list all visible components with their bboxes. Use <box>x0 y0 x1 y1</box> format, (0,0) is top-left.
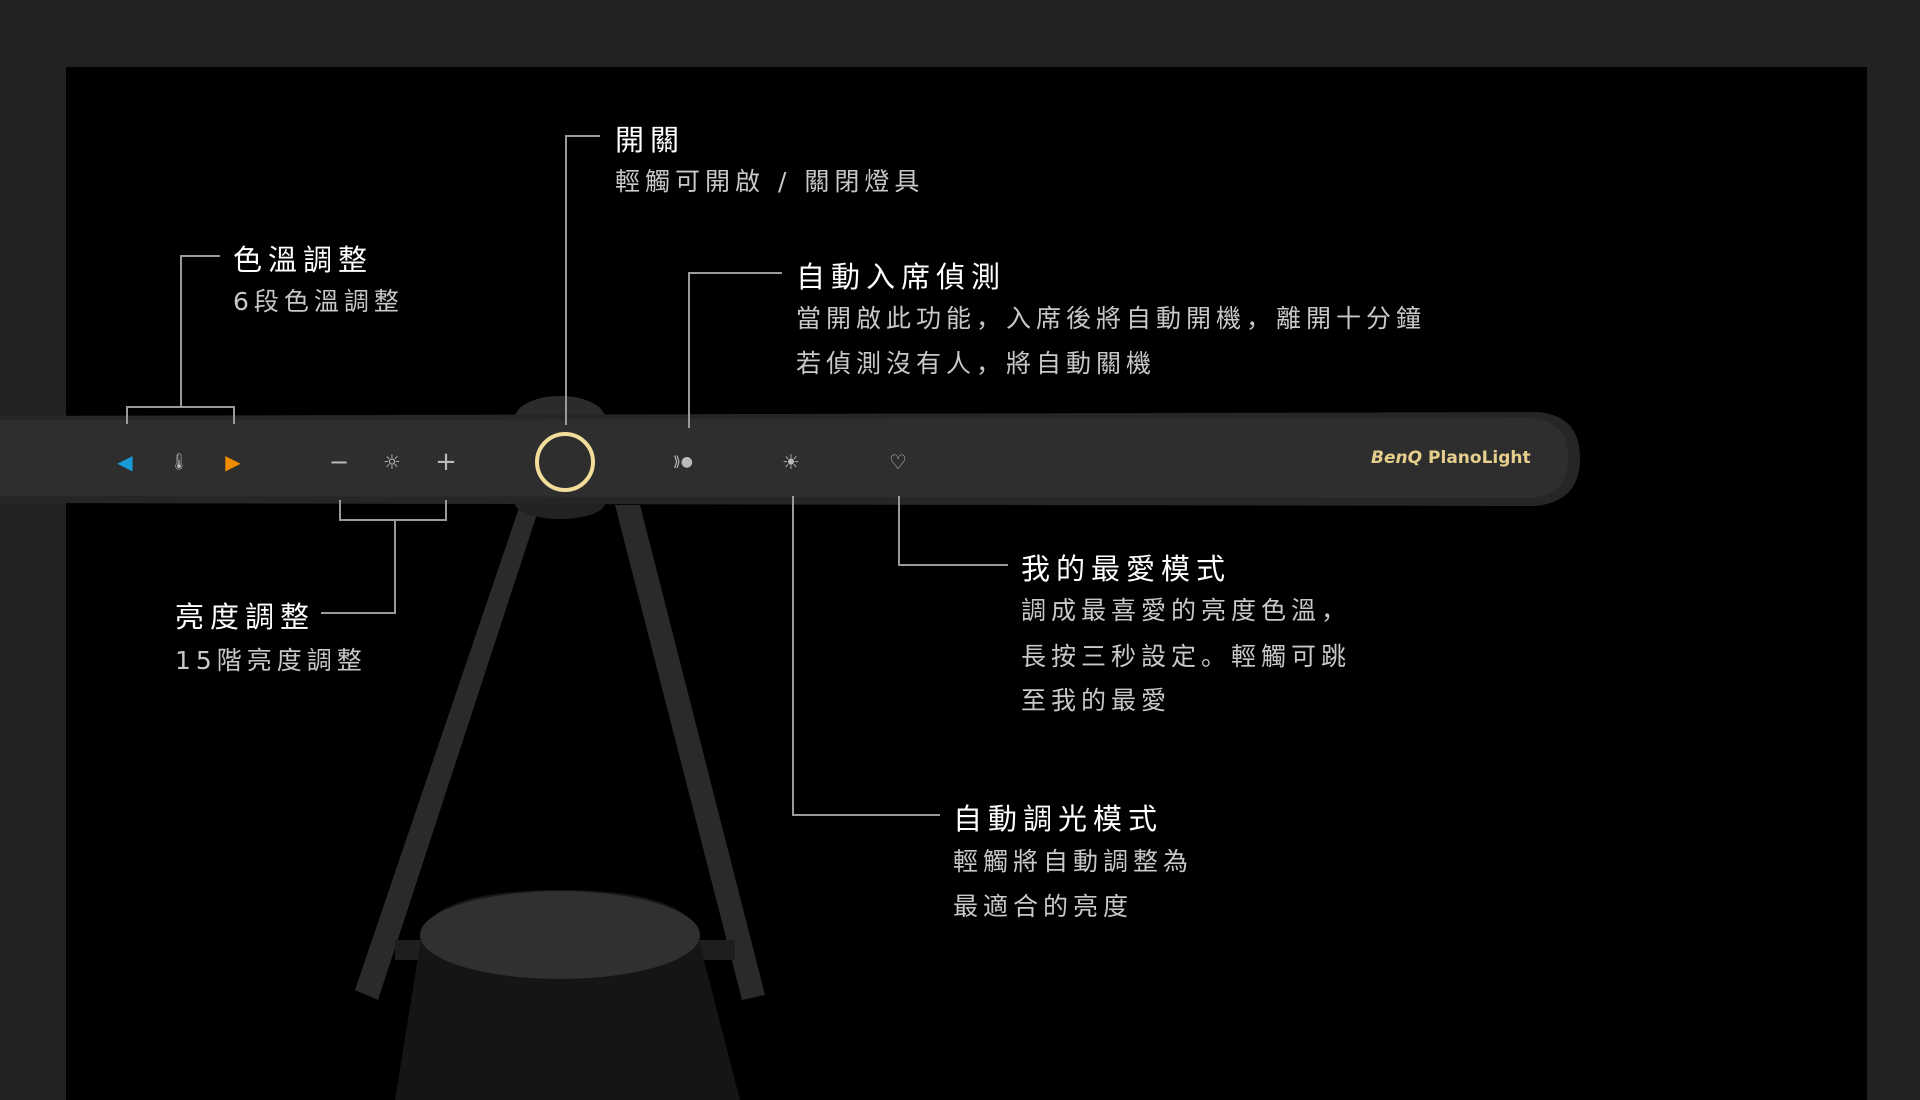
br-line-h <box>321 612 396 614</box>
background-panel <box>66 67 1867 1100</box>
br-line-v <box>394 519 396 613</box>
auto-line-h <box>792 814 940 816</box>
ct-bracket-l <box>126 406 128 424</box>
br-bracket-l <box>339 500 341 520</box>
fav-line-v <box>898 496 900 564</box>
br-bracket <box>339 519 447 521</box>
color-temp-increase-button[interactable]: ▶ <box>225 450 241 474</box>
brightness-desc: 15階亮度調整 <box>175 646 367 675</box>
color-temp-title: 色溫調整 <box>233 243 374 277</box>
ct-bracket <box>126 406 234 408</box>
brightness-decrease-button[interactable]: − <box>328 448 350 476</box>
power-line-h <box>565 135 600 137</box>
power-desc: 輕觸可開啟 / 關閉燈具 <box>615 167 925 196</box>
presence-line-v <box>688 272 690 428</box>
favorite-button[interactable]: ♡ <box>889 450 907 474</box>
color-temp-decrease-button[interactable]: ◀ <box>117 450 133 474</box>
auto-dim-desc-1: 輕觸將自動調整為 <box>953 847 1194 876</box>
presence-line-h <box>688 272 782 274</box>
thermometer-icon: 🌡 <box>168 452 190 471</box>
ct-bracket-r <box>233 406 235 424</box>
presence-desc-1: 當開啟此功能，入席後將自動開機，離開十分鐘 <box>796 304 1427 333</box>
auto-line-v <box>792 496 794 814</box>
power-line <box>565 135 567 425</box>
power-button[interactable] <box>535 432 595 492</box>
presence-title: 自動入席偵測 <box>796 260 1007 294</box>
favorite-desc-2: 長按三秒設定。輕觸可跳 <box>1021 642 1352 671</box>
auto-dim-desc-2: 最適合的亮度 <box>953 892 1134 921</box>
presence-desc-2: 若偵測沒有人，將自動關機 <box>796 349 1157 378</box>
fav-line-h <box>898 564 1008 566</box>
auto-dim-title: 自動調光模式 <box>953 802 1164 836</box>
ct-line-v <box>180 255 182 407</box>
favorite-title: 我的最愛模式 <box>1021 552 1232 586</box>
sun-icon: ☼ <box>383 450 401 474</box>
favorite-desc-1: 調成最喜愛的亮度色溫， <box>1021 596 1352 625</box>
presence-sensor-button[interactable]: ⟫● <box>672 454 694 470</box>
brightness-title: 亮度調整 <box>175 600 316 634</box>
ct-line-h <box>180 255 220 257</box>
color-temp-desc: 6段色溫調整 <box>233 287 404 316</box>
auto-dim-button[interactable]: ☀ <box>782 450 800 474</box>
favorite-desc-3: 至我的最愛 <box>1021 686 1172 715</box>
brightness-increase-button[interactable]: + <box>435 447 457 477</box>
br-bracket-r <box>445 500 447 520</box>
power-title: 開關 <box>615 123 686 157</box>
